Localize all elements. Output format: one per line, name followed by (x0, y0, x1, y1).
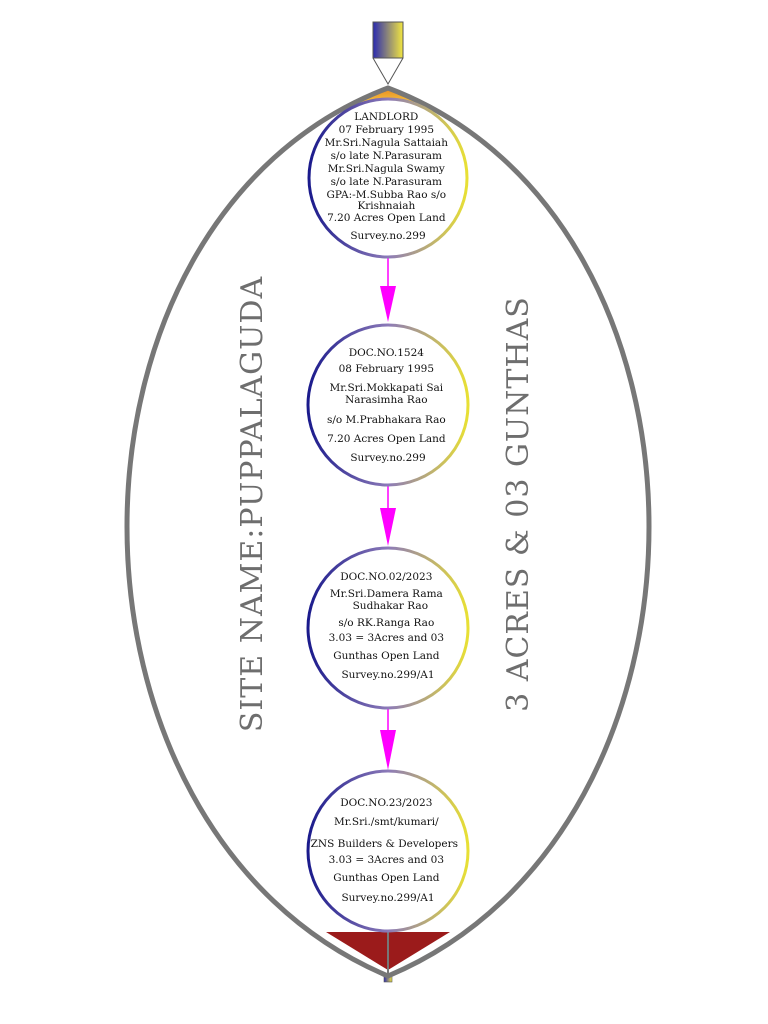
arrow-down-icon (380, 286, 396, 322)
lens-outline (124, 85, 652, 979)
area-label: 3 ACRES & 03 GUNTHAS (501, 296, 536, 712)
top-flag (372, 21, 404, 86)
svg-text:DOC.NO.23/2023 Mr.Sri./s: DOC.NO.23/2023 Mr.Sri./smt/kumari/ ZNS B… (311, 797, 462, 904)
node-doc-1524: DOC.NO.1524 08 February 1995 Mr.Sri.Mokk… (306, 323, 470, 487)
svg-text:LANDLORD 07 February 199: LANDLORD 07 February 1995 Mr.Sri.Nagula … (325, 111, 452, 242)
arrow-down-icon (380, 508, 396, 546)
node-doc-02-2023: DOC.NO.02/2023 Mr.Sri.Damera Rama Sudhak… (306, 546, 470, 710)
top-wedge (356, 86, 420, 102)
node-landlord: LANDLORD 07 February 1995 Mr.Sri.Nagula … (307, 97, 469, 259)
connector-3 (380, 708, 396, 770)
arrow-down-icon (380, 730, 396, 770)
node-doc-23-2023: DOC.NO.23/2023 Mr.Sri./smt/kumari/ ZNS B… (306, 769, 470, 933)
site-name-label: SITE NAME:PUPPALAGUDA (235, 276, 270, 732)
svg-text:DOC.NO.02/2023 Mr.Sri.Da: DOC.NO.02/2023 Mr.Sri.Damera Rama Sudhak… (329, 571, 448, 681)
connector-2 (380, 484, 396, 546)
connector-1 (380, 256, 396, 322)
svg-text:DOC.NO.1524 08 February: DOC.NO.1524 08 February 1995 Mr.Sri.Mokk… (327, 347, 449, 464)
